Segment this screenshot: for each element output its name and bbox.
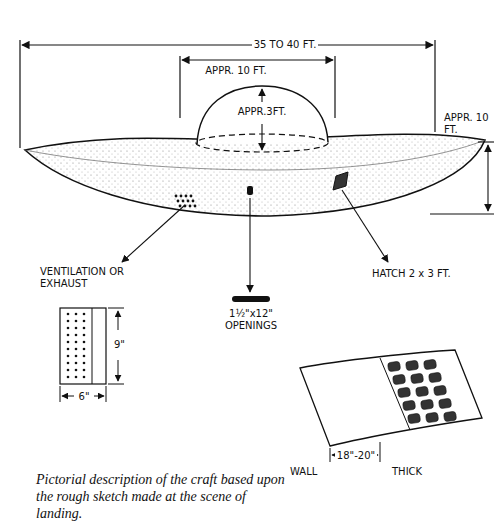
dimension-label: THICK [392, 466, 422, 478]
dimension-label: 18"-20" [335, 450, 377, 462]
dimension-label: APPR.3FT. [238, 106, 287, 118]
dimension-label: HATCH 2 x 3 FT. [372, 268, 452, 280]
dimension-label: WALL [290, 466, 317, 478]
dimension-label: VENTILATION OR EXHAUST [40, 266, 130, 289]
dimension-label: APPR. 10 FT. [205, 65, 266, 77]
dimension-label: APPR. 10 FT. [444, 112, 496, 135]
dimension-label: 9" [112, 339, 127, 351]
caption: Pictorial description of the craft based… [36, 472, 286, 522]
dimension-label: 6" [77, 391, 92, 403]
dimension-label: 1½"x12" OPENINGS [216, 308, 286, 331]
dimension-label: 35 TO 40 FT. [252, 39, 319, 51]
